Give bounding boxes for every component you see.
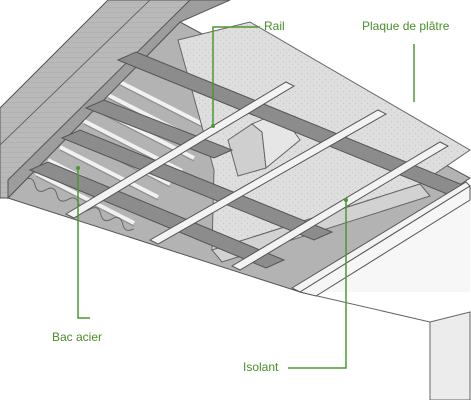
plasterboard-panel xyxy=(298,185,471,297)
leader-lines xyxy=(77,26,415,369)
label-isolant: Isolant xyxy=(243,360,279,374)
label-plaque-de-platre: Plaque de plâtre xyxy=(362,19,450,33)
deck-wavy-edge xyxy=(23,177,134,231)
insulation-front xyxy=(211,183,431,263)
bac-leader xyxy=(77,168,90,319)
joist-3 xyxy=(28,161,286,269)
lower-wall xyxy=(300,292,470,322)
right-side-wall xyxy=(429,311,471,400)
rail-2 xyxy=(148,109,388,245)
rail-leader xyxy=(212,26,260,126)
label-bac-acier: Bac acier xyxy=(52,330,103,344)
joist-2 xyxy=(60,129,334,241)
rails xyxy=(64,81,471,293)
leader-dots xyxy=(76,124,348,202)
label-rail: Rail xyxy=(264,19,285,33)
isolant-leader xyxy=(288,200,347,369)
plasterboard xyxy=(298,185,471,297)
rail-3 xyxy=(230,141,450,271)
